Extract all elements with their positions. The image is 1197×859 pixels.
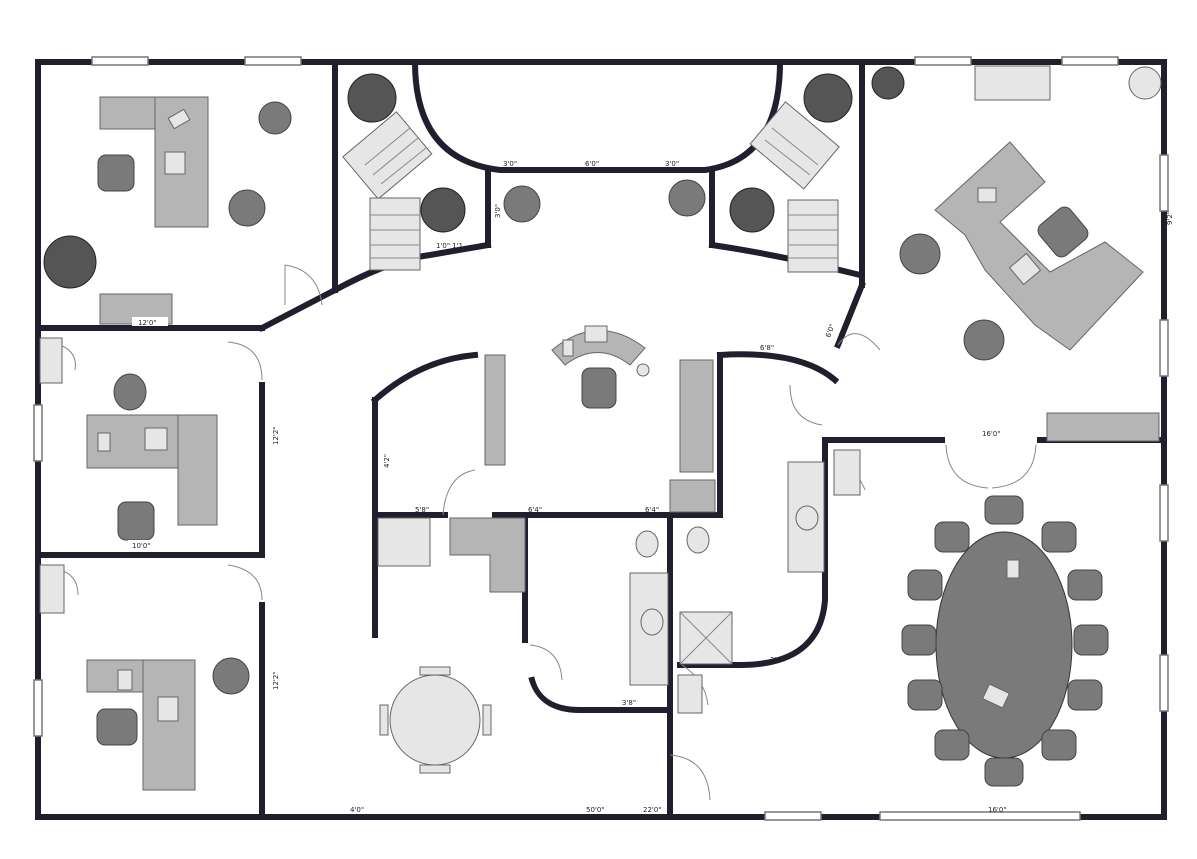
chair-icon xyxy=(96,657,250,746)
dimension-text: 1'0" 1'1 xyxy=(436,242,463,250)
plant-icon xyxy=(347,66,1162,233)
dimension-text: 3'8" xyxy=(770,656,784,664)
dimension-text: 9'2" xyxy=(1166,211,1174,225)
dimension-text: 3'0" xyxy=(665,160,679,168)
dimension-text: 6'8" xyxy=(760,344,774,352)
dimension-text: 16'0" xyxy=(982,430,1001,438)
interior-walls xyxy=(35,58,1167,820)
dimension-text: 3'0" xyxy=(494,204,502,218)
desk-icon xyxy=(99,96,209,325)
desk-icon xyxy=(39,337,218,526)
dimension-labels: 12'0" 12'2" 10'0" 12'2" 3'0" 6'0" 3'0" 3… xyxy=(128,160,1174,814)
chair-icon xyxy=(113,373,155,541)
chair-icon xyxy=(901,495,1109,787)
chair-icon xyxy=(503,179,706,223)
conference-table-icon xyxy=(935,531,1073,759)
desk-icon xyxy=(484,325,716,513)
desk-icon xyxy=(39,564,196,791)
stair-icon xyxy=(342,101,840,273)
dimension-text: 50'0" xyxy=(586,806,605,814)
chair-icon xyxy=(899,206,1089,361)
sink-icon xyxy=(640,505,819,636)
dimension-text: 22'0" xyxy=(643,806,662,814)
dimension-text: 4'0" xyxy=(350,806,364,814)
desk-icon xyxy=(934,65,1160,442)
dimension-text: 10'0" xyxy=(132,542,151,550)
door-swing-icon xyxy=(59,264,1037,801)
dimension-text: 3'0" xyxy=(503,160,517,168)
dimension-text: 5'8" xyxy=(415,506,429,514)
shower-icon xyxy=(679,611,733,665)
dimension-text: 12'0" xyxy=(138,319,157,327)
dimension-text: 4'2" xyxy=(383,454,391,468)
chair-icon xyxy=(581,367,617,409)
dimension-text: 6'4" xyxy=(645,506,659,514)
chair-icon xyxy=(97,101,292,227)
dimension-text: 6'0" xyxy=(585,160,599,168)
round-table-icon xyxy=(379,666,492,774)
dimension-text: 6'0" xyxy=(824,323,836,339)
window-icon xyxy=(33,56,1169,821)
dimension-text: 3'8" xyxy=(622,699,636,707)
plant-icon xyxy=(43,235,97,289)
dimension-text: 12'2" xyxy=(272,671,280,690)
dimension-text: 6'4" xyxy=(528,506,542,514)
dimension-text: 16'0" xyxy=(988,806,1007,814)
toilet-icon xyxy=(635,526,710,558)
dimension-text: 12'2" xyxy=(272,426,280,445)
